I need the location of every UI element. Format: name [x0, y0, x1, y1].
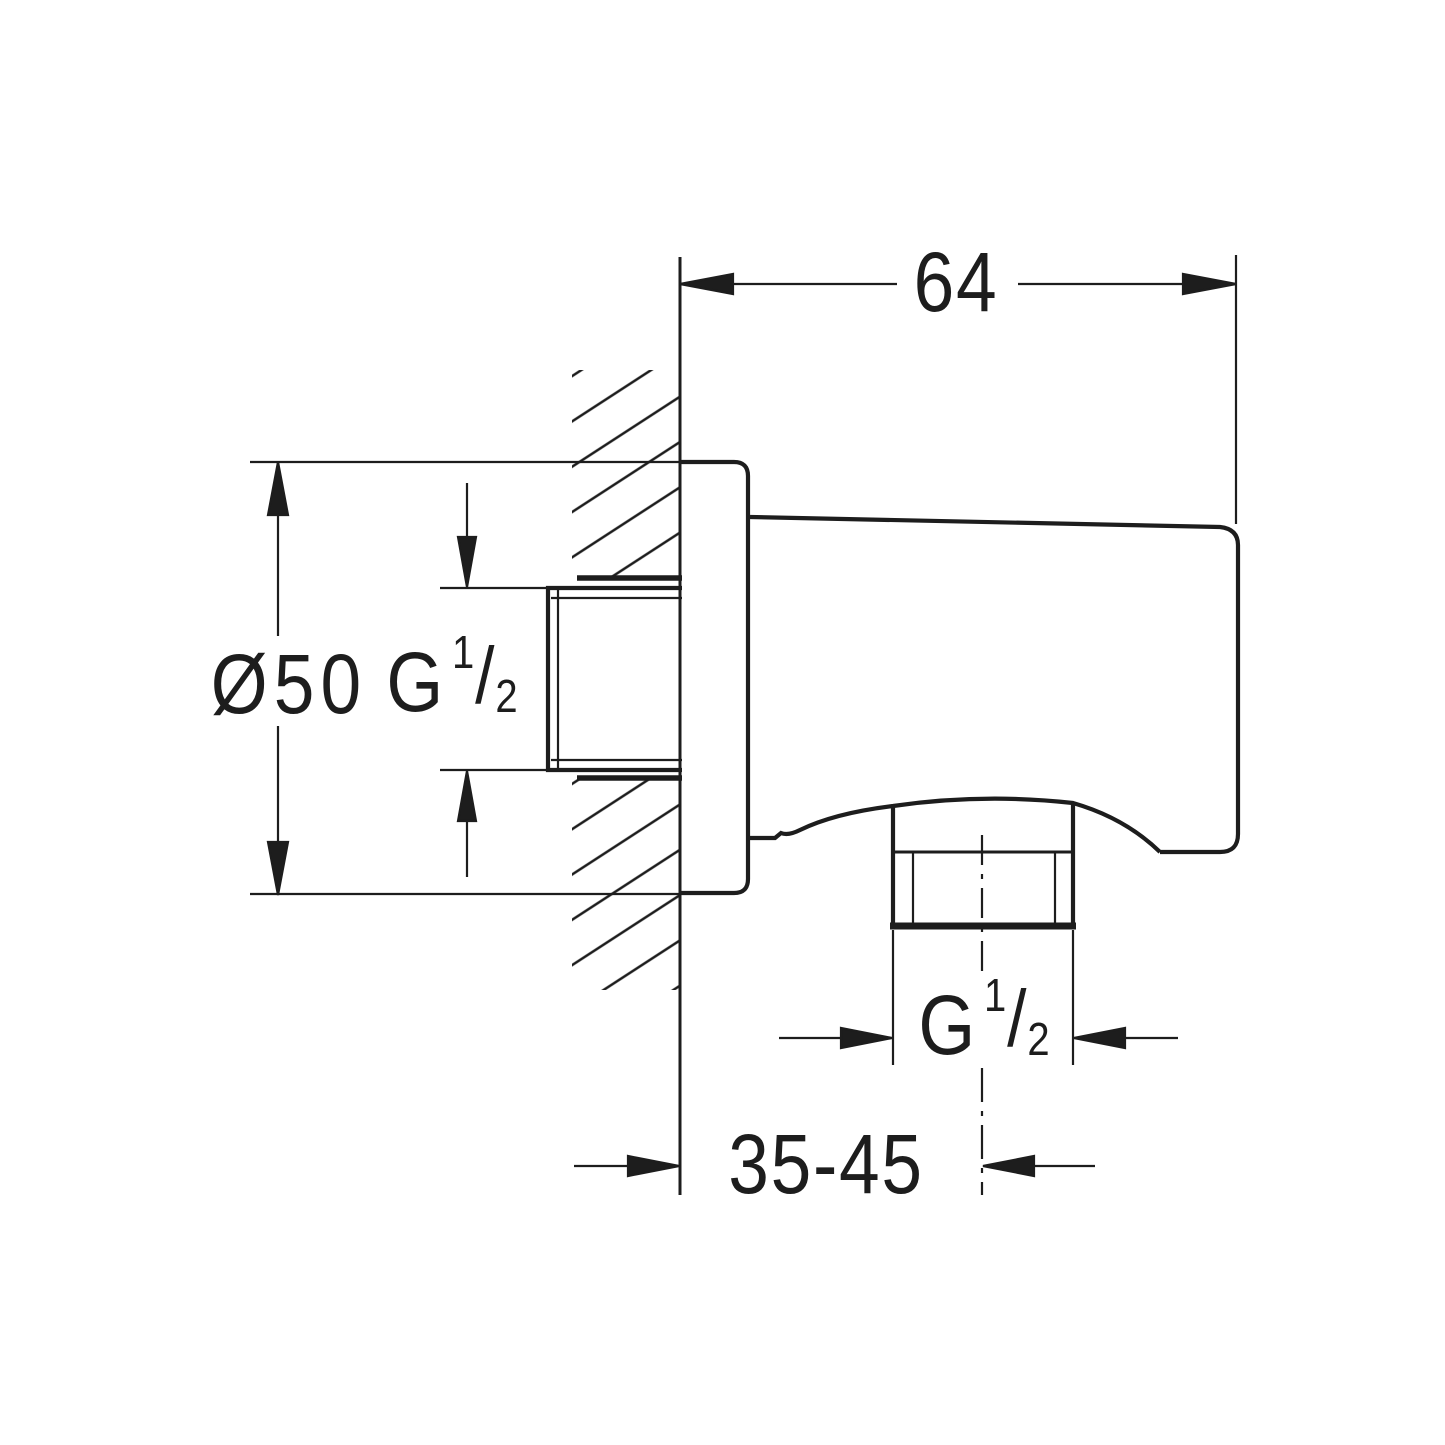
wall-hatching-upper — [572, 370, 680, 578]
dimension-g12-outlet — [779, 930, 1178, 1065]
wall-hatching-lower — [572, 778, 680, 990]
dim-g12out-arrow-left — [839, 1026, 893, 1050]
dim-35-45-label: 35-45 — [722, 1122, 930, 1206]
dim-g12in-arrow-up — [456, 770, 478, 823]
dim-64-arrow-left — [679, 272, 735, 296]
escutcheon-flange-outline — [680, 459, 751, 896]
dim-g12out-arrow-right — [1073, 1026, 1127, 1050]
dim-50-arrow-top — [266, 461, 290, 517]
dim-3545-arrow-right — [982, 1154, 1036, 1178]
dimension-64 — [679, 255, 1238, 524]
dimension-g12-inlet — [440, 483, 546, 877]
inlet-nipple-outline — [545, 585, 682, 773]
holder-body-outline — [749, 514, 1241, 855]
product-outline — [545, 459, 1241, 930]
dim-g12in-arrow-down — [456, 535, 478, 588]
body-bottom-profile — [748, 796, 1162, 854]
g12-inlet-slash: / — [475, 631, 495, 720]
dim-64-label: 64 — [908, 240, 1004, 324]
dimension-diameter-50 — [250, 460, 679, 896]
g12-outlet-slash: / — [1007, 974, 1027, 1063]
g12-outlet-prefix: G — [918, 978, 976, 1072]
dim-64-arrow-right — [1181, 272, 1237, 296]
dim-3545-arrow-left — [626, 1154, 680, 1178]
g12-outlet-denominator: 2 — [1027, 1013, 1050, 1065]
wall-section — [572, 257, 682, 1195]
dim-diameter-50-label: Ø50 — [205, 642, 373, 726]
g12-inlet-prefix: G — [386, 635, 444, 729]
g12-inlet-denominator: 2 — [495, 670, 518, 722]
dimension-35-45 — [574, 1154, 1095, 1178]
g12-inlet-numerator: 1 — [451, 626, 475, 678]
dim-50-arrow-bottom — [266, 840, 290, 896]
g12-outlet-numerator: 1 — [983, 969, 1007, 1021]
